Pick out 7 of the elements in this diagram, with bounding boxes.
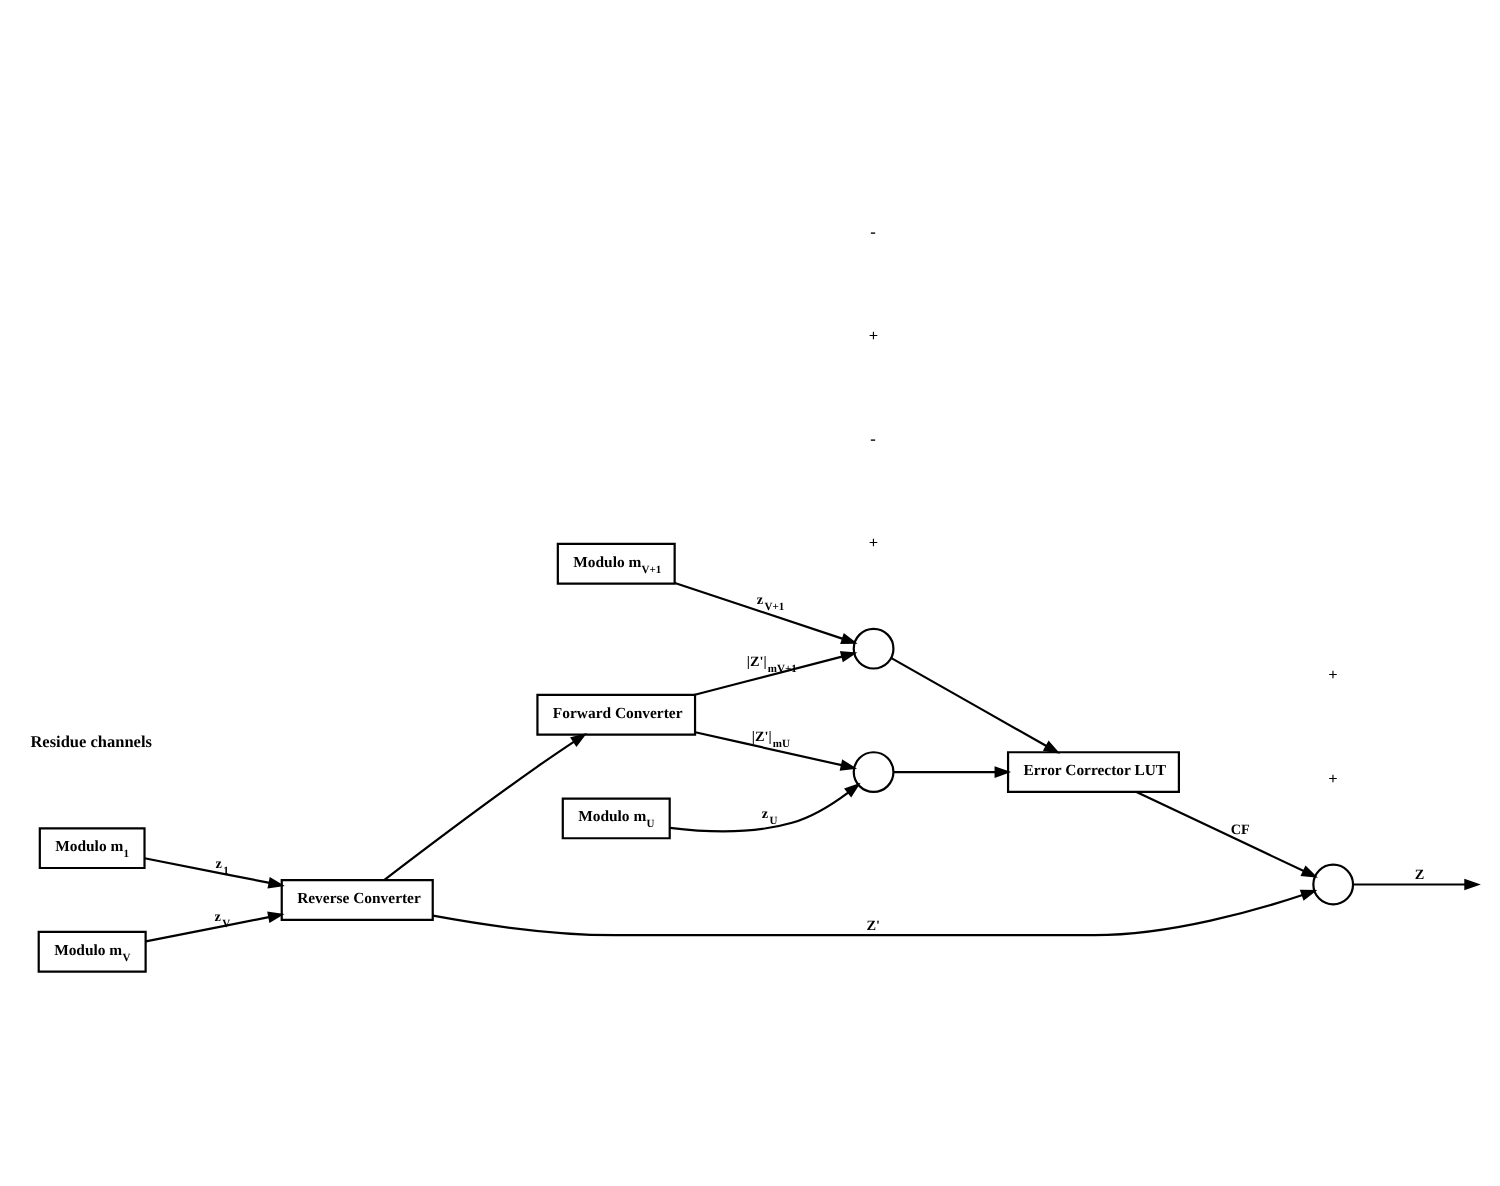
label: Residue channels <box>30 733 152 752</box>
label: + <box>1328 769 1338 788</box>
label: - <box>870 223 876 241</box>
label: + <box>868 533 879 552</box>
label: + <box>868 326 879 345</box>
label: - <box>870 430 876 449</box>
label: + <box>1328 666 1338 685</box>
